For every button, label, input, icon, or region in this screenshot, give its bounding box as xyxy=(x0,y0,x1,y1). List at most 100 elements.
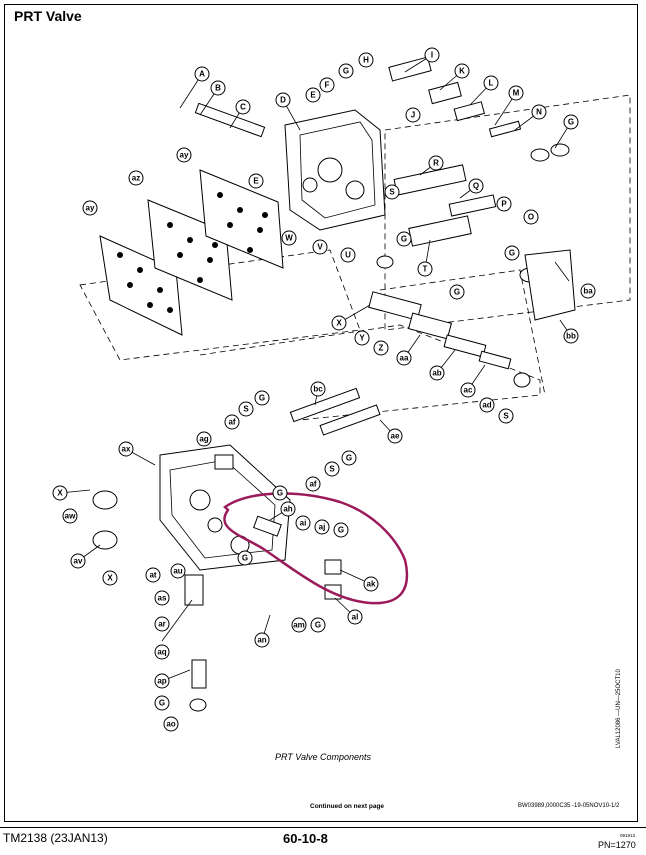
lower-valve-body xyxy=(92,387,381,712)
callout-af-1: af xyxy=(224,414,240,430)
callout-S-2: S xyxy=(498,408,514,424)
callout-K: K xyxy=(454,63,470,79)
callout-E-lower: E xyxy=(248,173,264,189)
callout-E-upper: E xyxy=(305,87,321,103)
callout-ay-left: ay xyxy=(82,200,98,216)
callout-H: H xyxy=(358,52,374,68)
callout-D: D xyxy=(275,92,291,108)
svg-text:G: G xyxy=(338,526,344,535)
svg-text:ak: ak xyxy=(367,580,376,589)
callout-am: am xyxy=(291,617,307,633)
callout-ax: ax xyxy=(118,441,134,457)
callout-Z: Z xyxy=(373,340,389,356)
callout-N: N xyxy=(531,104,547,120)
page-title: PRT Valve xyxy=(14,8,82,24)
svg-text:G: G xyxy=(401,235,407,244)
svg-text:K: K xyxy=(459,67,465,76)
svg-text:B: B xyxy=(215,84,221,93)
callout-W: W xyxy=(281,230,297,246)
svg-text:M: M xyxy=(513,89,520,98)
callout-T: T xyxy=(417,261,433,277)
svg-text:X: X xyxy=(336,319,342,328)
callout-ah: ah xyxy=(280,501,296,517)
svg-text:Z: Z xyxy=(379,344,384,353)
callout-ap: ap xyxy=(154,673,170,689)
callout-S-3: S xyxy=(238,401,254,417)
svg-text:G: G xyxy=(509,249,515,258)
svg-text:af: af xyxy=(228,418,235,427)
callout-B: B xyxy=(210,80,226,96)
svg-text:X: X xyxy=(57,489,63,498)
callout-Y: Y xyxy=(354,330,370,346)
callout-bb: bb xyxy=(563,328,579,344)
callout-ai: ai xyxy=(295,515,311,531)
callout-ad: ad xyxy=(479,397,495,413)
svg-text:T: T xyxy=(423,265,428,274)
callout-P: P xyxy=(496,196,512,212)
callout-X-2: X xyxy=(52,485,68,501)
svg-text:A: A xyxy=(199,70,205,79)
callout-ao: ao xyxy=(163,716,179,732)
callout-G-12: G xyxy=(310,617,326,633)
callout-C: C xyxy=(235,99,251,115)
svg-text:ac: ac xyxy=(464,386,473,395)
callout-Q: Q xyxy=(468,178,484,194)
callout-aq: aq xyxy=(154,644,170,660)
svg-text:aq: aq xyxy=(157,648,166,657)
svg-text:O: O xyxy=(528,213,534,222)
svg-text:ar: ar xyxy=(158,620,166,629)
callout-G-11: G xyxy=(154,695,170,711)
callout-ag: ag xyxy=(196,431,212,447)
svg-text:bc: bc xyxy=(313,385,323,394)
callout-aj: aj xyxy=(314,519,330,535)
callout-O: O xyxy=(523,209,539,225)
svg-text:G: G xyxy=(242,554,248,563)
callout-G-1: G xyxy=(338,63,354,79)
callout-ar: ar xyxy=(154,616,170,632)
svg-text:R: R xyxy=(433,159,439,168)
svg-text:E: E xyxy=(253,177,259,186)
svg-text:I: I xyxy=(431,51,433,60)
page-frame xyxy=(4,4,638,822)
callout-S-4: S xyxy=(324,461,340,477)
svg-text:Y: Y xyxy=(359,334,365,343)
svg-text:N: N xyxy=(536,108,542,117)
side-reference: LVAL12086 —UN—25OCT10 xyxy=(616,669,622,748)
svg-text:G: G xyxy=(343,67,349,76)
callout-ac: ac xyxy=(460,382,476,398)
svg-text:E: E xyxy=(310,91,316,100)
svg-text:S: S xyxy=(503,412,509,421)
callout-ak: ak xyxy=(363,576,379,592)
svg-text:ai: ai xyxy=(300,519,307,528)
callout-U: U xyxy=(340,247,356,263)
svg-text:ah: ah xyxy=(283,505,292,514)
svg-text:W: W xyxy=(285,234,293,243)
svg-text:an: an xyxy=(257,636,266,645)
svg-text:ay: ay xyxy=(86,204,95,213)
callout-at: at xyxy=(145,567,161,583)
callout-G-9: G xyxy=(333,522,349,538)
footer-page-number: 60-10-8 xyxy=(283,831,328,846)
svg-text:af: af xyxy=(309,480,316,489)
callout-av: av xyxy=(70,553,86,569)
svg-text:X: X xyxy=(107,574,113,583)
callout-R: R xyxy=(428,155,444,171)
svg-text:ag: ag xyxy=(199,435,208,444)
svg-text:S: S xyxy=(243,405,249,414)
callout-ab: ab xyxy=(429,365,445,381)
callout-az: az xyxy=(128,170,144,186)
annotation-highlight xyxy=(223,492,409,605)
callout-al: al xyxy=(347,609,363,625)
callout-G-6: G xyxy=(254,390,270,406)
continued-note: Continued on next page xyxy=(310,803,385,810)
svg-text:aj: aj xyxy=(319,523,326,532)
footer-manual-id: TM2138 (23JAN13) xyxy=(3,831,108,845)
middle-spools xyxy=(368,291,531,388)
svg-text:P: P xyxy=(501,200,507,209)
svg-text:S: S xyxy=(329,465,335,474)
svg-text:aa: aa xyxy=(400,354,409,363)
svg-text:ad: ad xyxy=(482,401,491,410)
svg-text:G: G xyxy=(315,621,321,630)
svg-text:ao: ao xyxy=(166,720,175,729)
callout-G-3: G xyxy=(396,231,412,247)
